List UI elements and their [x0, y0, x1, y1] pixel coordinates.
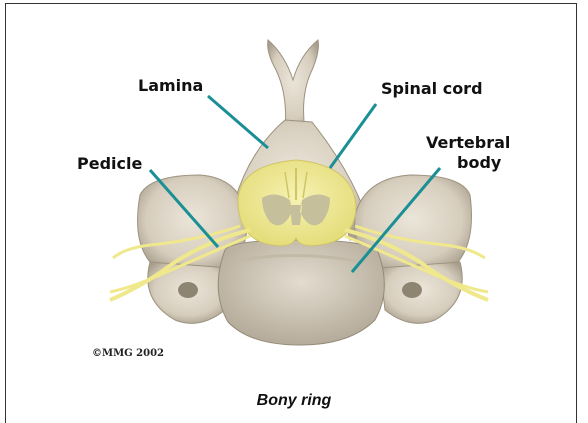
- spinal-cord-pointer: [330, 104, 376, 168]
- spinous-process: [268, 40, 319, 130]
- copyright-notice: ©MMG 2002: [92, 348, 164, 359]
- figure-caption: Bony ring: [0, 392, 588, 410]
- vertebral-body-label-line1: Vertebral: [426, 133, 510, 153]
- lamina-label: Lamina: [138, 76, 203, 96]
- pedicle-label: Pedicle: [77, 154, 142, 174]
- vertebral-body-label-line2: body: [457, 153, 501, 173]
- lamina-pointer: [208, 96, 268, 148]
- spinal-cord-label: Spinal cord: [381, 79, 483, 99]
